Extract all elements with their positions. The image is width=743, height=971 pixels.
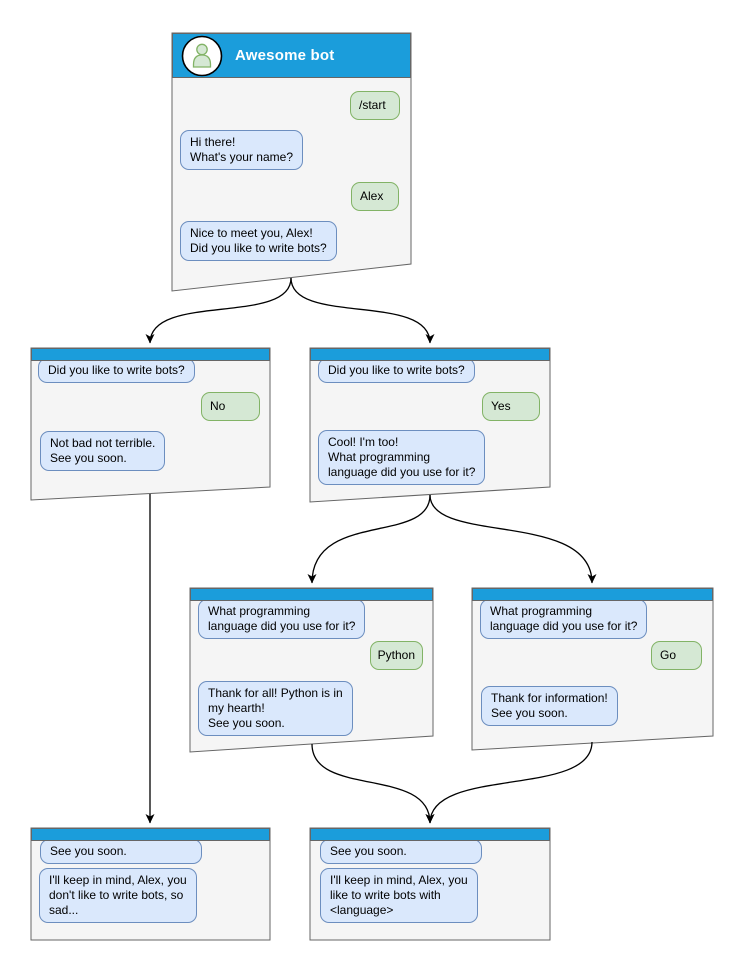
window-title: Awesome bot (235, 47, 335, 64)
bot-message-bubble: See you soon. (320, 839, 482, 864)
bot-message-bubble: See you soon. (40, 839, 202, 864)
chat-window-python: What programming language did you use fo… (190, 588, 433, 752)
chat-window-go: What programming language did you use fo… (472, 588, 713, 750)
window-titlebar: Awesome bot (172, 33, 411, 78)
bot-message-bubble: Hi there! What's your name? (180, 130, 304, 170)
window-titlebar (31, 828, 270, 841)
connector-yes-to-python (307, 494, 431, 584)
user-message-bubble: /start (350, 91, 400, 120)
window-titlebar (31, 348, 270, 361)
bot-message-bubble: Thank for information! See you soon. (481, 686, 618, 726)
bot-message-bubble: What programming language did you use fo… (480, 599, 648, 639)
chat-window-farewell-no: See you soon. I'll keep in mind, Alex, y… (31, 828, 270, 940)
bot-message-bubble: Did you like to write bots? (318, 358, 475, 383)
window-titlebar (190, 588, 433, 601)
bot-message-bubble: I'll keep in mind, Alex, you like to wri… (320, 868, 478, 923)
user-message-bubble: Yes (482, 392, 540, 421)
bot-message-bubble: What programming language did you use fo… (198, 599, 366, 639)
bot-message-bubble: Did you like to write bots? (38, 358, 195, 383)
chat-window-start: Awesome bot /start Hi there! What's your… (172, 33, 411, 291)
connector-yes-to-go (429, 494, 597, 584)
user-message-bubble: Python (369, 641, 423, 670)
connector-go-to-farewell (425, 741, 593, 824)
user-message-bubble: No (201, 392, 260, 421)
user-message-bubble: Go (651, 641, 702, 670)
chat-window-farewell-yes: See you soon. I'll keep in mind, Alex, y… (310, 828, 550, 940)
chat-window-no: Did you like to write bots? No Not bad n… (31, 348, 270, 500)
connector-python-to-farewell (311, 743, 435, 824)
bot-message-bubble: Not bad not terrible. See you soon. (40, 431, 166, 471)
bot-message-bubble: Cool! I'm too! What programming language… (318, 430, 486, 485)
bot-avatar-icon (181, 35, 223, 76)
bot-message-bubble: Thank for all! Python is in my hearth! S… (198, 681, 353, 736)
user-message-bubble: Alex (351, 182, 399, 211)
connector-start-to-yes (290, 277, 435, 344)
window-titlebar (310, 828, 550, 841)
chat-window-yes: Did you like to write bots? Yes Cool! I'… (310, 348, 550, 502)
connector-start-to-no (145, 277, 292, 344)
window-titlebar (310, 348, 550, 361)
bot-message-bubble: Nice to meet you, Alex! Did you like to … (180, 221, 337, 261)
window-titlebar (472, 588, 713, 601)
bot-message-bubble: I'll keep in mind, Alex, you don't like … (39, 868, 197, 923)
